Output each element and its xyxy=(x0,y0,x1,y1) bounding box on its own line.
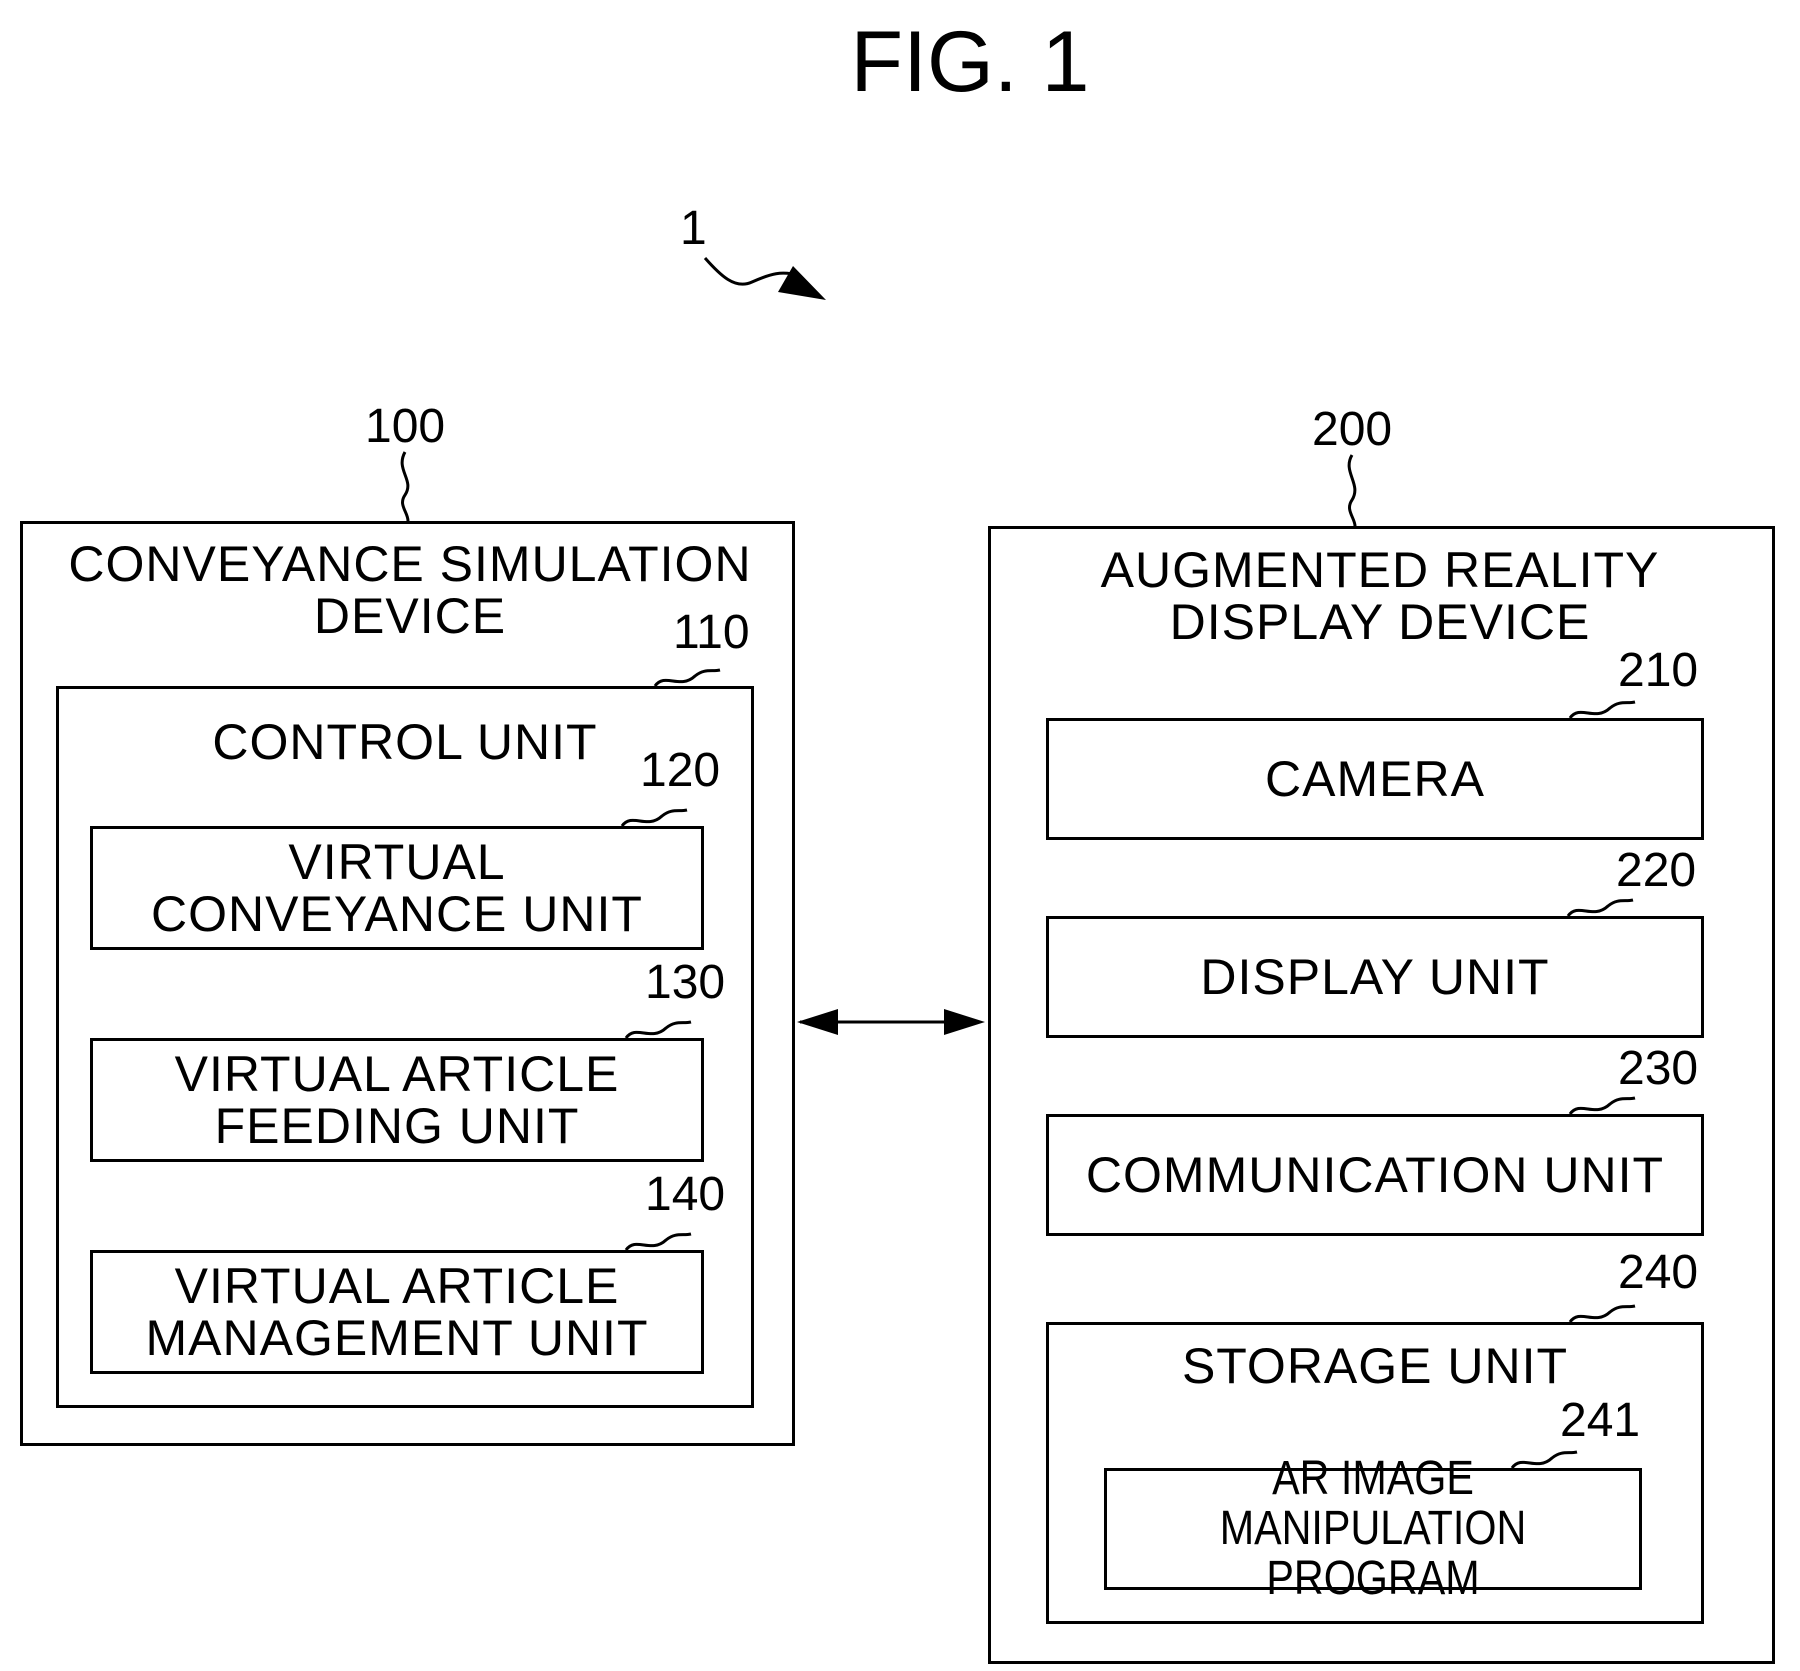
device-communication-arrowhead-left xyxy=(797,1009,838,1035)
right-device-leader-line xyxy=(1349,455,1355,526)
communication-unit-leader-line xyxy=(1570,1098,1635,1114)
storage-unit-leader-line xyxy=(1570,1306,1635,1322)
virtual-article-management-unit-leader-line xyxy=(626,1234,691,1250)
control-unit-leader-line xyxy=(655,670,720,686)
device-communication-arrowhead-right xyxy=(944,1009,985,1035)
virtual-conveyance-unit-leader-line xyxy=(622,810,687,826)
left-device-leader-line xyxy=(402,452,408,521)
camera-leader-line xyxy=(1570,702,1635,718)
ar-image-manipulation-program-leader-line xyxy=(1512,1452,1577,1468)
display-unit-leader-line xyxy=(1568,900,1633,916)
virtual-article-feeding-unit-leader-line xyxy=(626,1022,691,1038)
system-reference-arrowhead xyxy=(778,266,826,300)
